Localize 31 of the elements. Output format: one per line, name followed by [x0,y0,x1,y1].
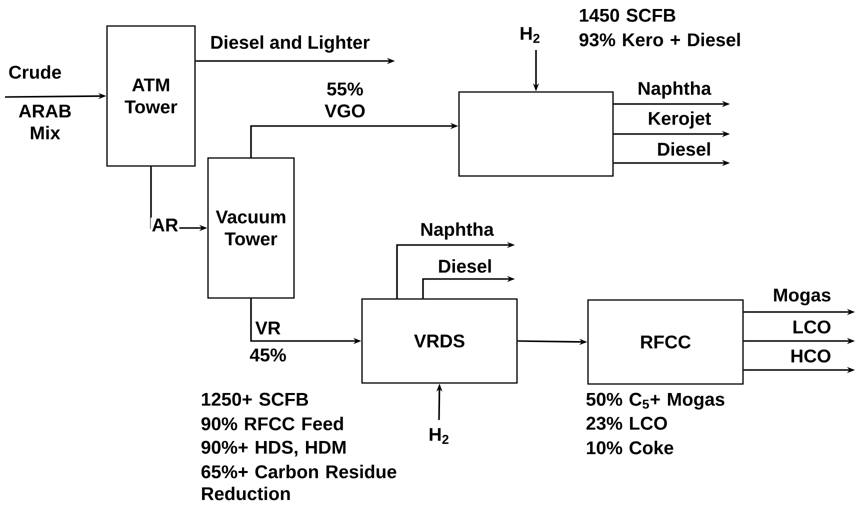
note-text: 1250+ SCFB [202,392,308,406]
edge-label: VR [254,320,282,336]
edge-label: H$_{2}$ [428,427,450,445]
edge-label: Crude [7,64,63,80]
edge-label: AR [150,218,180,232]
edge-label: HCO [789,348,832,364]
process-box: ATM Tower [106,25,196,167]
process-box [458,91,614,177]
note-text: 90%+ HDS, HDM [201,440,346,457]
note-text: 90% RFCC Feed [201,416,343,430]
edge-label: Diesel [436,258,494,274]
stream-label: ARAB Mix [18,104,71,140]
process-box: RFCC [587,299,744,385]
edge-label: LCO [791,319,832,334]
edge-label: Diesel [656,141,712,157]
note-text: 1450 SCFB [580,8,676,22]
note-text: 10% Coke [586,440,674,454]
process-box: Vacuum Tower [207,157,295,299]
process-box: VRDS [361,298,518,384]
note-text: 23% LCO [586,416,667,430]
edge-label: Kerojet [646,110,712,130]
edge-label: 55% VGO [318,82,372,118]
stream-label: 45% [250,348,286,362]
edge-label: Naphtha [419,221,495,241]
edge-label: Naphtha [636,80,712,100]
edge-label: Mogas [772,288,832,306]
note-text: 93% Kero + Diesel [579,32,740,46]
edge-label: Diesel and Lighter [209,34,371,54]
note-text: 65%+ Carbon Residue Reduction [201,464,396,500]
note-text: 50% C$_{5}$+ Mogas [586,392,724,410]
edge-label: H$_{2}$ [518,26,542,44]
